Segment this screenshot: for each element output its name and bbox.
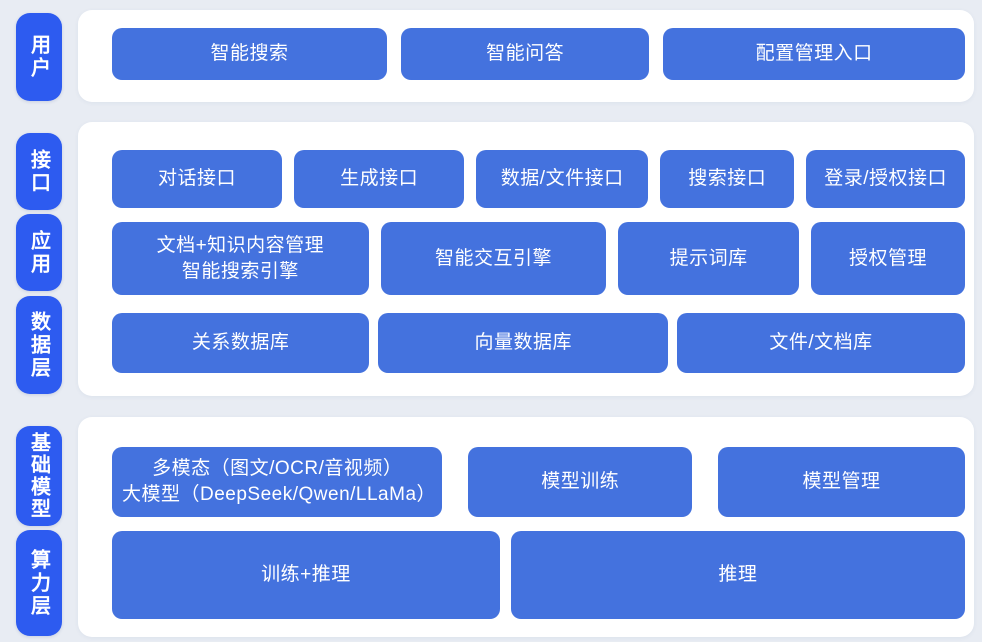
row-application-blocks: 文档+知识内容管理 智能搜索引擎 智能交互引擎 提示词库 授权管理	[112, 222, 965, 295]
row-foundation-model-blocks: 多模态（图文/OCR/音视频） 大模型（DeepSeek/Qwen/LLaMa）…	[112, 447, 965, 517]
row-compute-blocks: 训练+推理 推理	[112, 531, 965, 619]
block-file-document-store: 文件/文档库	[677, 313, 965, 373]
block-prompt-library: 提示词库	[618, 222, 799, 295]
row-user-blocks: 智能搜索 智能问答 配置管理入口	[112, 28, 965, 80]
block-generation-api: 生成接口	[294, 150, 465, 208]
rail-user-layer: 用户	[16, 13, 62, 101]
block-doc-knowledge-management: 文档+知识内容管理 智能搜索引擎	[112, 222, 369, 295]
rail-application-layer: 应用	[16, 214, 62, 291]
block-data-file-api: 数据/文件接口	[476, 150, 649, 208]
block-multimodal-llm: 多模态（图文/OCR/音视频） 大模型（DeepSeek/Qwen/LLaMa）	[112, 447, 443, 517]
block-search-api: 搜索接口	[660, 150, 795, 208]
block-dialog-api: 对话接口	[112, 150, 283, 208]
row-interface-blocks: 对话接口 生成接口 数据/文件接口 搜索接口 登录/授权接口	[112, 150, 965, 208]
rail-foundation-model-layer: 基础模型	[16, 426, 62, 526]
rail-data-layer: 数据层	[16, 296, 62, 394]
rail-compute-layer: 算力层	[16, 530, 62, 636]
block-authorization-management: 授权管理	[811, 222, 965, 295]
block-inference: 推理	[510, 531, 965, 619]
block-config-management-entry: 配置管理入口	[663, 28, 965, 80]
block-login-auth-api: 登录/授权接口	[806, 150, 965, 208]
panel-middle-section: 对话接口 生成接口 数据/文件接口 搜索接口 登录/授权接口 文档+知识内容管理…	[78, 122, 974, 396]
block-model-training: 模型训练	[468, 447, 693, 517]
block-model-management: 模型管理	[718, 447, 965, 517]
block-vector-database: 向量数据库	[378, 313, 669, 373]
block-interaction-engine: 智能交互引擎	[380, 222, 607, 295]
block-intelligent-search: 智能搜索	[112, 28, 387, 80]
block-training-plus-inference: 训练+推理	[112, 531, 500, 619]
block-intelligent-qa: 智能问答	[401, 28, 650, 80]
panel-user-section: 智能搜索 智能问答 配置管理入口	[78, 10, 974, 102]
rail-interface-layer: 接口	[16, 133, 62, 210]
panel-bottom-section: 多模态（图文/OCR/音视频） 大模型（DeepSeek/Qwen/LLaMa）…	[78, 417, 974, 637]
block-relational-database: 关系数据库	[112, 313, 370, 373]
row-data-blocks: 关系数据库 向量数据库 文件/文档库	[112, 313, 965, 373]
